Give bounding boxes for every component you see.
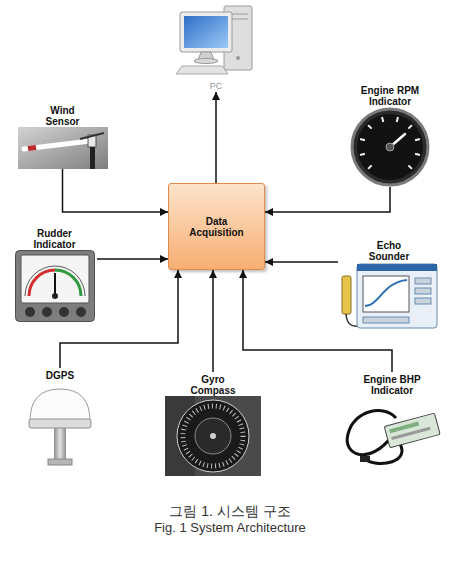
arrow-connector [97, 258, 168, 260]
rpm-gauge-picture [350, 107, 430, 187]
node-label: DGPS [30, 368, 90, 381]
arrow-connector [265, 187, 390, 212]
echo-sounder-picture-part [363, 276, 409, 312]
arrow-connector [215, 92, 217, 183]
bhp-indicator-picture-part [384, 413, 440, 448]
bhp-indicator-picture-part [360, 456, 370, 462]
rpm-gauge-picture-part [357, 114, 423, 180]
node-label: Gyro Compass [187, 372, 239, 396]
node-label: PC [176, 80, 256, 92]
node-label: Rudder Indicator [29, 226, 81, 250]
dgps-antenna-picture-part [48, 459, 72, 465]
gyro-compass-picture [165, 396, 261, 476]
rpm-gauge-picture-part [368, 125, 372, 129]
rudder-indicator-picture-part [52, 293, 58, 299]
rudder-indicator-picture-part [15, 251, 94, 322]
wind-sensor-picture-part [28, 148, 36, 149]
dgps-antenna-picture-part [29, 419, 91, 428]
echo-sounder-picture [339, 262, 439, 334]
computer-picture-part [176, 66, 228, 74]
sensor-node: DGPS [15, 368, 105, 466]
arrow-connector [63, 169, 169, 212]
node-label: Engine BHP Indicator [359, 372, 425, 396]
computer-picture-part [180, 12, 232, 52]
bhp-indicator-picture-part [391, 427, 430, 440]
rudder-indicator-picture-part [29, 270, 55, 296]
rpm-gauge-picture-part [368, 165, 372, 169]
gyro-compass-picture-part [195, 418, 231, 454]
sensor-node: Engine RPM Indicator [345, 83, 435, 187]
rpm-gauge-picture-part [352, 109, 428, 185]
sensor-node: Engine BHP Indicator [338, 372, 446, 471]
sensor-node: Echo Sounder [338, 238, 440, 334]
box-label: Data Acquisition [186, 216, 248, 238]
echo-sounder-picture-part [415, 278, 431, 284]
wind-sensor-picture [18, 127, 108, 169]
gyro-compass-picture-part [177, 400, 249, 472]
dgps-antenna-picture-part [30, 389, 90, 421]
wind-sensor-picture-part [90, 147, 95, 169]
rpm-gauge-picture-part [382, 117, 383, 122]
rudder-indicator-picture-part [76, 307, 86, 317]
computer-picture-part [236, 56, 240, 60]
computer-picture-part [184, 16, 228, 48]
echo-sounder-picture-part [365, 280, 407, 306]
rpm-gauge-picture-part [415, 154, 420, 155]
rudder-indicator-picture-part [54, 273, 56, 296]
gyro-compass-picture-part [183, 406, 243, 466]
rudder-indicator-picture-part [59, 307, 69, 317]
rudder-indicator-picture [15, 250, 95, 322]
node-label: Echo Sounder [364, 238, 414, 262]
sensor-node: Rudder Indicator [12, 226, 97, 322]
bhp-indicator-picture-part [384, 413, 440, 448]
wind-sensor-picture-part [24, 141, 90, 149]
rudder-indicator-picture-part [21, 255, 89, 303]
gyro-compass-picture-part [210, 433, 216, 439]
echo-sounder-picture-part [357, 264, 437, 328]
arrow-connector [265, 261, 338, 263]
node-label: Wind Sensor [39, 103, 87, 127]
echo-sounder-picture-part [363, 317, 409, 323]
wind-sensor-picture-part [80, 133, 104, 139]
caption-area: 그림 1. 시스템 구조Fig. 1 System Architecture [0, 502, 460, 537]
arrow-connector [212, 270, 214, 372]
bhp-indicator-picture [340, 396, 444, 471]
rpm-gauge-picture-part [408, 165, 412, 169]
gyro-compass-picture-part [165, 396, 261, 476]
sensor-node: Wind Sensor [15, 103, 110, 169]
echo-sounder-picture-part [415, 288, 431, 294]
rpm-gauge-picture-part [360, 139, 365, 140]
rudder-indicator-picture-part [25, 307, 35, 317]
rudder-indicator-picture-part [42, 307, 52, 317]
figure-caption: 그림 1. 시스템 구조 [0, 502, 460, 520]
wind-sensor-picture-part [18, 127, 108, 169]
node-label: Engine RPM Indicator [357, 83, 423, 107]
process-box: Data Acquisition [168, 183, 265, 270]
rpm-gauge-picture-part [360, 117, 420, 169]
computer-picture [176, 2, 256, 80]
rpm-gauge-picture-part [397, 117, 398, 122]
rpm-gauge-picture-part [360, 154, 365, 155]
echo-sounder-picture-part [415, 298, 431, 304]
rudder-indicator-picture-part [25, 266, 85, 296]
figure-caption: Fig. 1 System Architecture [0, 520, 460, 537]
computer-node: PC [176, 2, 256, 92]
rpm-gauge-picture-part [408, 125, 412, 129]
rpm-gauge-picture-part [386, 143, 394, 151]
dgps-antenna-picture-part [54, 427, 66, 461]
dgps-antenna-picture [20, 381, 100, 466]
echo-sounder-picture-part [342, 276, 351, 314]
bhp-indicator-picture-part [366, 444, 402, 463]
rudder-indicator-picture-part [55, 270, 81, 296]
sensor-node: Gyro Compass [163, 372, 263, 476]
echo-sounder-picture-part [357, 264, 437, 271]
rpm-gauge-picture-part [415, 139, 420, 140]
computer-picture-part [194, 59, 218, 64]
